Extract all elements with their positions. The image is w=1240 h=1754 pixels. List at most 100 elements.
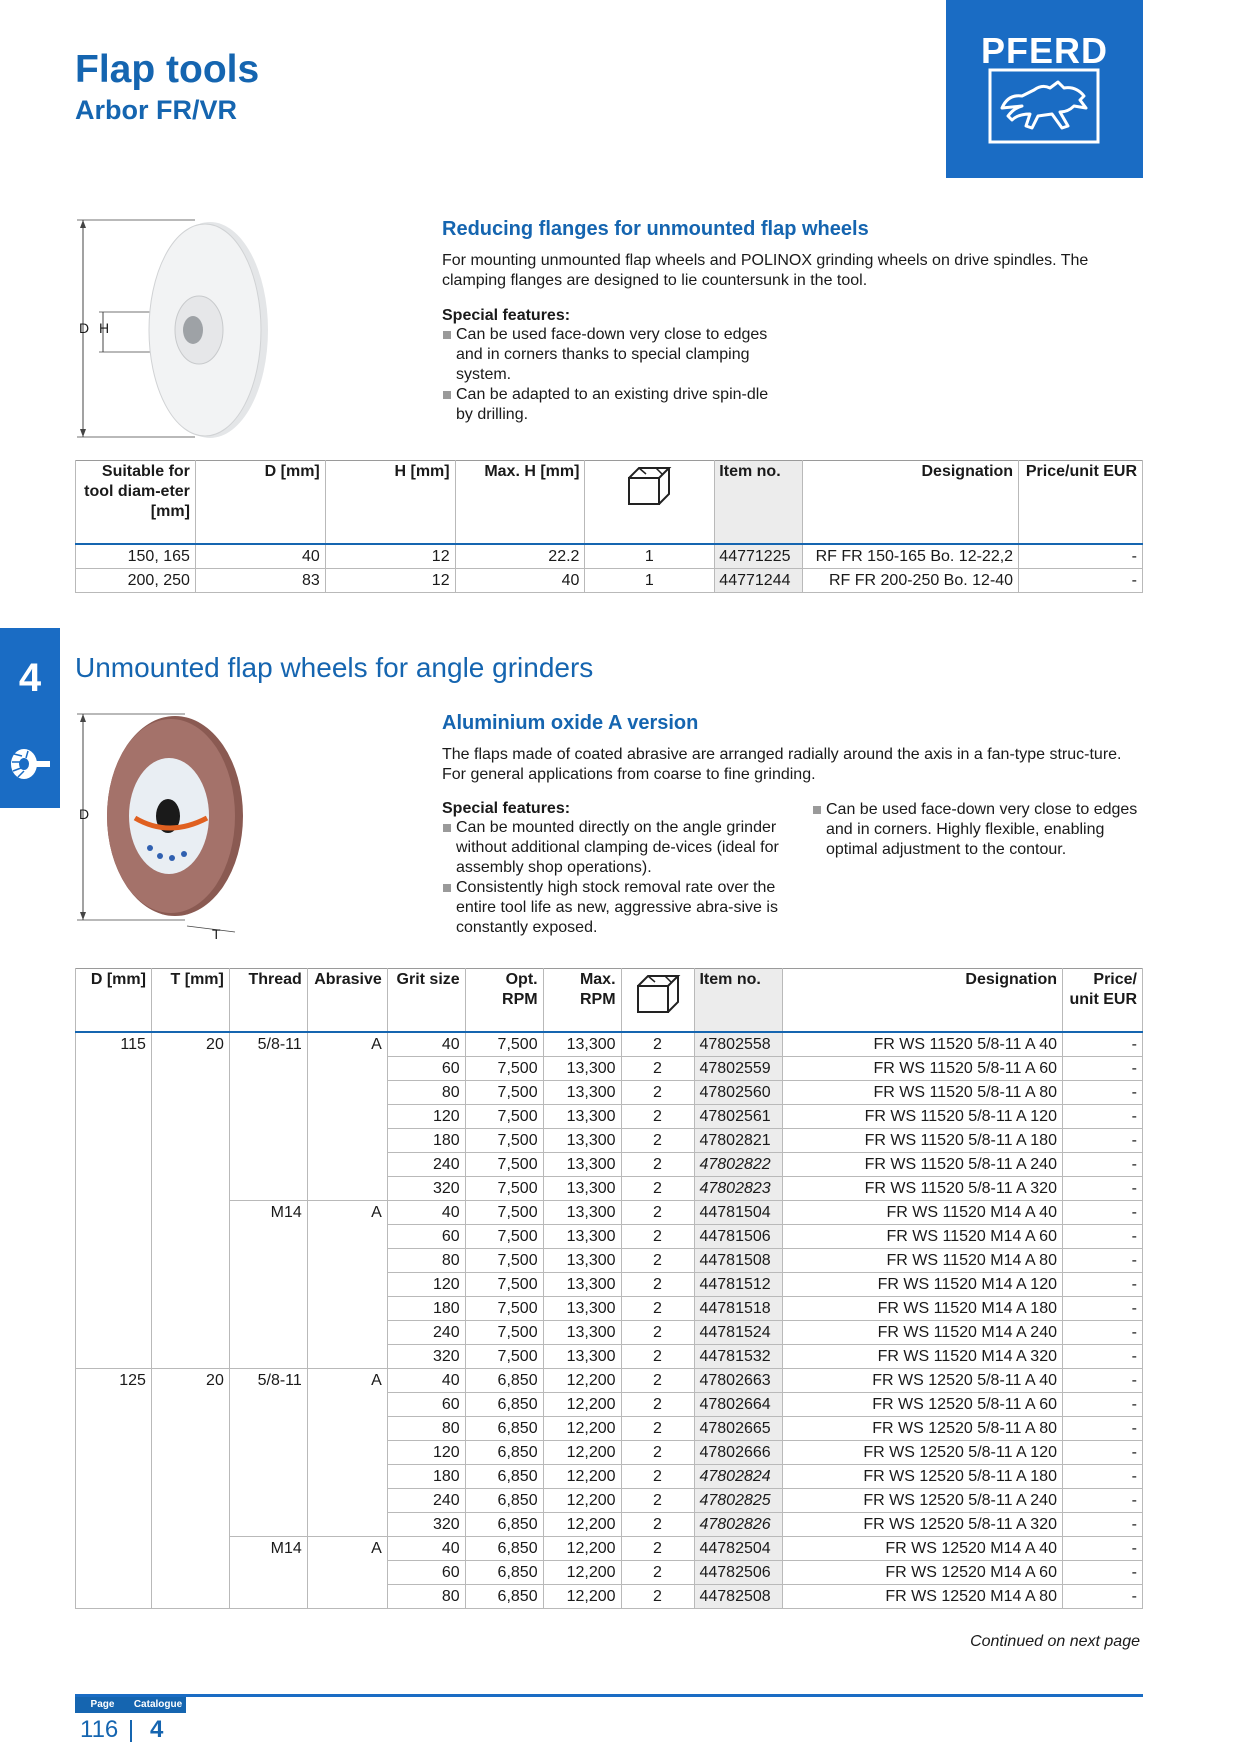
table-cell xyxy=(75,1584,152,1609)
table-cell: 7,500 xyxy=(464,1152,544,1177)
table-cell: 12,200 xyxy=(542,1416,622,1441)
table-cell xyxy=(306,1584,388,1609)
width-label: T xyxy=(212,926,221,942)
table-cell: 12 xyxy=(324,544,456,569)
table-cell: RF FR 200-250 Bo. 12-40 xyxy=(802,568,1020,593)
table-cell: - xyxy=(1061,1272,1144,1297)
table-cell: 7,500 xyxy=(464,1200,544,1225)
table-cell: 47802666 xyxy=(694,1440,784,1465)
table-cell: 40 xyxy=(386,1200,466,1225)
table-cell xyxy=(150,1080,230,1105)
table-cell xyxy=(306,1560,388,1585)
table-cell: 47802560 xyxy=(694,1080,784,1105)
table-cell: 120 xyxy=(386,1272,466,1297)
table-cell: 6,850 xyxy=(464,1392,544,1417)
table-cell: - xyxy=(1061,1104,1144,1129)
table-cell xyxy=(75,1200,152,1225)
table-cell: 47802558 xyxy=(694,1032,784,1057)
table-cell: 40 xyxy=(194,544,326,569)
table-cell: - xyxy=(1061,1320,1144,1345)
col-header: Max. RPM xyxy=(542,968,622,1032)
col-header: Grit size xyxy=(386,968,466,1032)
table-cell: 7,500 xyxy=(464,1104,544,1129)
table-cell: 13,300 xyxy=(542,1200,622,1225)
table-cell: - xyxy=(1061,1392,1144,1417)
table-cell xyxy=(150,1584,230,1609)
table-cell xyxy=(228,1176,308,1201)
table-cell: 60 xyxy=(386,1056,466,1081)
continued-note: Continued on next page xyxy=(970,1633,1140,1650)
table-cell: A xyxy=(306,1032,388,1057)
table-cell xyxy=(306,1392,388,1417)
table-cell: 180 xyxy=(386,1296,466,1321)
brand-logo: PFERD xyxy=(946,0,1143,178)
table-cell xyxy=(75,1464,152,1489)
col-header: Max. H [mm] xyxy=(454,460,586,544)
footer-page-label: Page xyxy=(75,1697,130,1713)
table-cell xyxy=(306,1080,388,1105)
table-cell: 13,300 xyxy=(542,1344,622,1369)
table-cell xyxy=(150,1488,230,1513)
table-cell: 12,200 xyxy=(542,1488,622,1513)
table-cell: 7,500 xyxy=(464,1056,544,1081)
table-cell: 6,850 xyxy=(464,1512,544,1537)
table-cell xyxy=(150,1056,230,1081)
table-cell: 2 xyxy=(620,1536,696,1561)
col-header-packaging xyxy=(620,968,696,1032)
table-cell: - xyxy=(1061,1560,1144,1585)
table-cell xyxy=(228,1272,308,1297)
table-cell: 20 xyxy=(150,1032,230,1057)
table-cell: 5/8-11 xyxy=(228,1368,308,1393)
table-cell: - xyxy=(1061,1080,1144,1105)
table-cell: 240 xyxy=(386,1320,466,1345)
table-cell: FR WS 11520 5/8-11 A 240 xyxy=(782,1152,1063,1177)
table-cell xyxy=(150,1200,230,1225)
table-cell: - xyxy=(1061,1248,1144,1273)
table-cell: - xyxy=(1061,1512,1144,1537)
table-cell: FR WS 11520 M14 A 240 xyxy=(782,1320,1063,1345)
table-cell xyxy=(75,1440,152,1465)
table-cell: 13,300 xyxy=(542,1224,622,1249)
table-cell xyxy=(306,1416,388,1441)
table-cell: FR WS 12520 5/8-11 A 40 xyxy=(782,1368,1063,1393)
table-cell xyxy=(150,1248,230,1273)
table-cell: RF FR 150-165 Bo. 12-22,2 xyxy=(802,544,1020,569)
table-cell: 47802822 xyxy=(694,1152,784,1177)
table-cell xyxy=(306,1176,388,1201)
table-cell xyxy=(75,1248,152,1273)
table-cell: 7,500 xyxy=(464,1344,544,1369)
package-icon xyxy=(636,975,680,1013)
table-cell: 44781532 xyxy=(694,1344,784,1369)
table-cell: FR WS 11520 M14 A 320 xyxy=(782,1344,1063,1369)
table-cell: - xyxy=(1061,1224,1144,1249)
table-cell: 2 xyxy=(620,1200,696,1225)
table-cell: 7,500 xyxy=(464,1128,544,1153)
col-header: Opt. RPM xyxy=(464,968,544,1032)
table-cell: 12,200 xyxy=(542,1440,622,1465)
table-cell: 2 xyxy=(620,1176,696,1201)
table-cell: 44781524 xyxy=(694,1320,784,1345)
table-cell: 6,850 xyxy=(464,1536,544,1561)
table-cell: 20 xyxy=(150,1368,230,1393)
table-cell: 47802823 xyxy=(694,1176,784,1201)
table-cell xyxy=(75,1416,152,1441)
table-cell: 6,850 xyxy=(464,1440,544,1465)
table-cell xyxy=(306,1128,388,1153)
table-cell xyxy=(75,1080,152,1105)
table-cell: 44781512 xyxy=(694,1272,784,1297)
table-cell: 80 xyxy=(386,1416,466,1441)
table-cell xyxy=(306,1104,388,1129)
table-cell: 2 xyxy=(620,1320,696,1345)
footer-catalogue-label: Catalogue xyxy=(130,1697,186,1713)
col-header: Designation xyxy=(802,460,1020,544)
table-cell: - xyxy=(1061,1128,1144,1153)
table-cell: 12,200 xyxy=(542,1392,622,1417)
table-cell: 44782504 xyxy=(694,1536,784,1561)
table-cell xyxy=(228,1416,308,1441)
